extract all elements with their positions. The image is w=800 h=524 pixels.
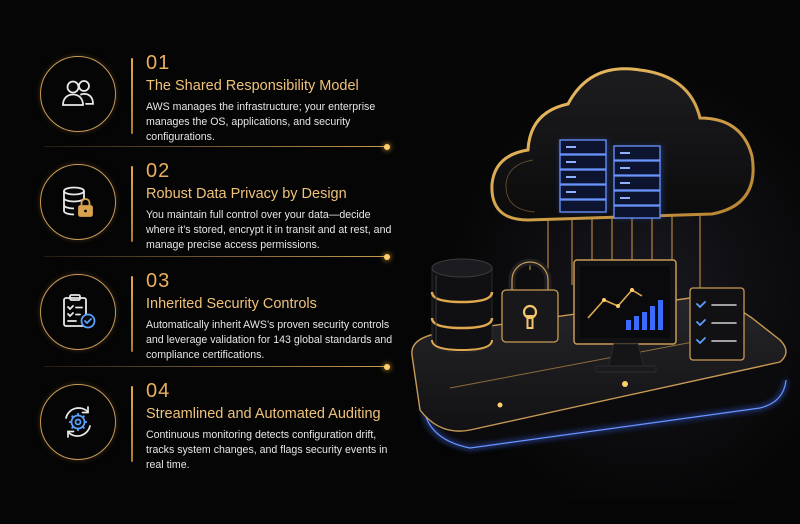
database-lock-icon xyxy=(63,186,93,217)
icon-circle xyxy=(40,56,116,132)
accent-bar xyxy=(131,58,133,134)
accent-bar xyxy=(131,386,133,462)
checklist-panel xyxy=(689,287,745,361)
feature-item-data-privacy: 02 Robust Data Privacy by Design You mai… xyxy=(0,160,400,270)
divider xyxy=(44,143,390,150)
gear-refresh-icon xyxy=(65,406,91,438)
item-number: 03 xyxy=(146,270,171,292)
database-cylinder xyxy=(430,258,494,353)
item-description: Continuous monitoring detects configurat… xyxy=(146,429,388,471)
icon-circle xyxy=(40,164,116,240)
item-description: You maintain full control over your data… xyxy=(146,209,392,251)
item-number: 04 xyxy=(146,380,171,402)
users-icon xyxy=(62,80,94,106)
monitor-chart xyxy=(573,259,677,373)
feature-item-auditing: 04 Streamlined and Automated Auditing Co… xyxy=(0,380,400,490)
icon-circle xyxy=(40,274,116,350)
item-number: 02 xyxy=(146,160,171,182)
item-number: 01 xyxy=(146,52,171,74)
server-racks xyxy=(559,139,662,219)
item-description: Automatically inherit AWS’s proven secur… xyxy=(146,319,393,361)
divider-dot xyxy=(384,253,390,260)
item-description: AWS manages the infrastructure; your ent… xyxy=(146,101,376,143)
divider-dot xyxy=(384,363,390,370)
feature-item-shared-responsibility: 01 The Shared Responsibility Model AWS m… xyxy=(0,52,400,162)
divider-dot xyxy=(384,143,390,150)
item-title: Streamlined and Automated Auditing xyxy=(146,406,381,422)
icon-circle xyxy=(40,384,116,460)
cloud xyxy=(490,67,755,222)
accent-bar xyxy=(131,276,133,352)
clipboard-check-icon xyxy=(63,294,96,329)
item-title: Robust Data Privacy by Design xyxy=(146,186,347,202)
padlock xyxy=(501,258,559,343)
accent-bar xyxy=(131,166,133,242)
feature-item-security-controls: 03 Inherited Security Controls Automatic… xyxy=(0,270,400,380)
item-title: Inherited Security Controls xyxy=(146,296,317,312)
divider xyxy=(44,253,390,260)
item-title: The Shared Responsibility Model xyxy=(146,78,359,94)
cloud-security-illustration xyxy=(411,67,789,452)
divider xyxy=(44,363,390,370)
